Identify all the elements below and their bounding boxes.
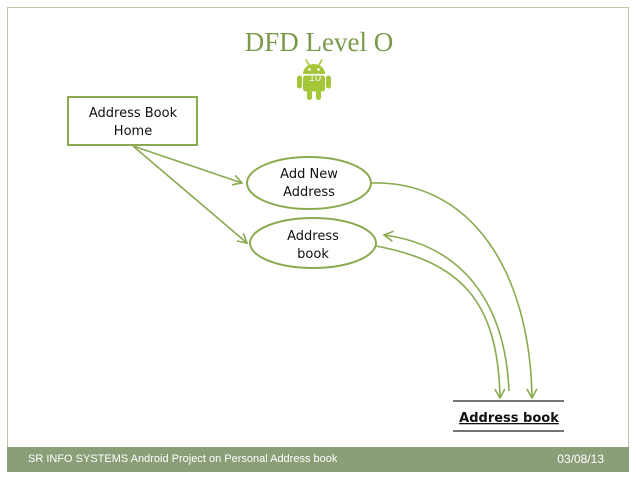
slide-footer: SR INFO SYSTEMS Android Project on Perso… (7, 447, 629, 472)
entity-address-book-home (67, 96, 198, 146)
footer-date: 03/08/13 (557, 452, 604, 466)
process-add-label-line2: Address (283, 185, 335, 200)
entity-label-line1: Address Book (89, 106, 178, 121)
slide-title: DFD Level O (244, 27, 394, 57)
footer-project-text: SR INFO SYSTEMS Android Project on Perso… (28, 453, 338, 465)
process-add-label-line1: Add New (280, 167, 338, 182)
flow-view-to-store (375, 245, 506, 400)
process-view-label-line2: book (297, 247, 329, 262)
flow-add-to-store (370, 182, 538, 400)
process-address-book (249, 217, 377, 269)
android-robot-icon (297, 59, 331, 100)
store-label: Address book (459, 411, 559, 426)
page-number: 10 (308, 72, 322, 84)
flow-home-to-add (132, 145, 244, 186)
process-add-new-address (246, 156, 372, 210)
flow-home-to-view (132, 145, 249, 245)
flow-store-to-view (382, 230, 510, 392)
process-view-label-line1: Address (287, 229, 339, 244)
entity-label-line2: Home (114, 124, 152, 139)
